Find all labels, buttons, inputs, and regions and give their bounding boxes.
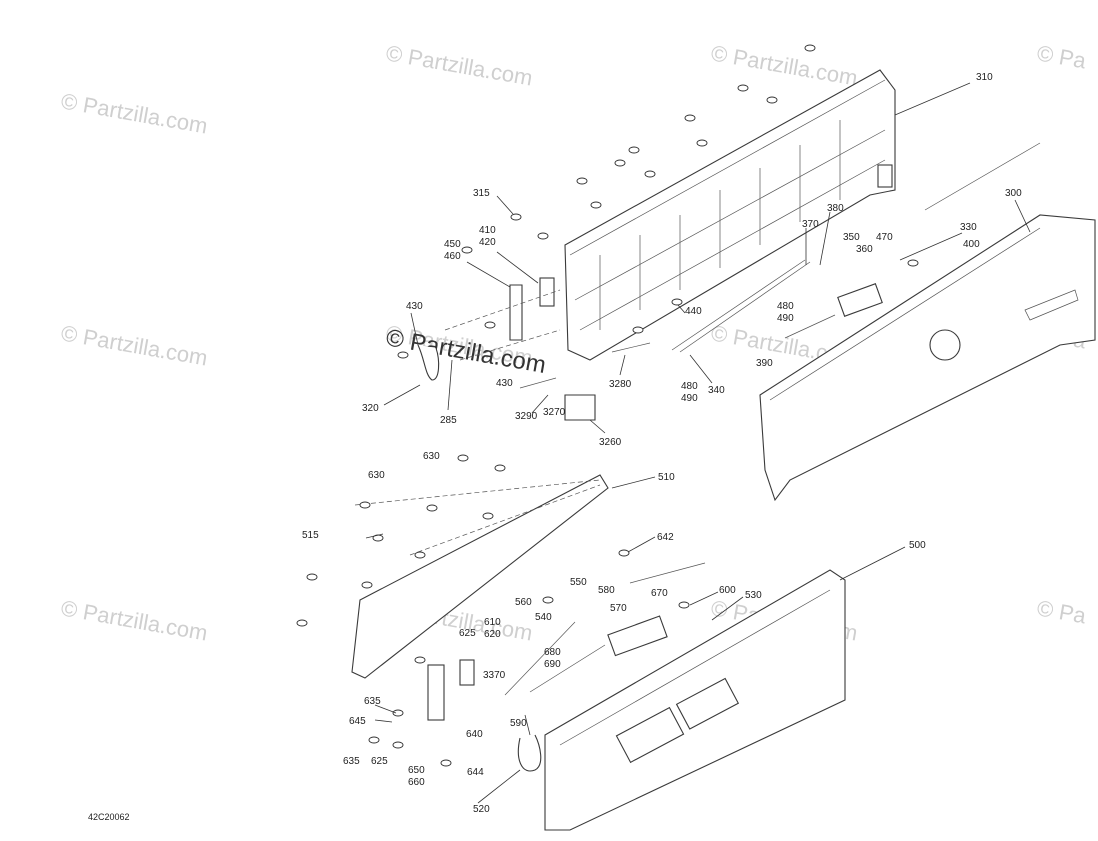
callout-label: 390 [756, 358, 773, 369]
callout-label: 580 [598, 585, 615, 596]
callout-label: 540 [535, 612, 552, 623]
watermark: © Partzilla.com [384, 40, 534, 90]
leader-lines [365, 82, 1031, 804]
callout-label: 530 [745, 590, 762, 601]
callout-label: 330 [960, 222, 977, 233]
callout-label: 645 [349, 716, 366, 727]
callout-label: 680 [544, 647, 561, 658]
callout-label: 610 [484, 617, 501, 628]
callout-label: 520 [473, 804, 490, 815]
watermark: © Pa [1035, 595, 1089, 628]
callout-label: 340 [708, 385, 725, 396]
callout-label: 630 [368, 470, 385, 481]
callout-label: 350 [843, 232, 860, 243]
callout-label: 635 [343, 756, 360, 767]
callout-label: 3370 [483, 670, 506, 681]
callout-label: 642 [657, 532, 674, 543]
callout-label: 590 [510, 718, 527, 729]
watermark: © Partzilla.com [59, 595, 209, 645]
callout-label: 635 [364, 696, 381, 707]
callout-label: 380 [827, 203, 844, 214]
diagram-code: 42C20062 [88, 812, 130, 822]
callout-label: 650 [408, 765, 425, 776]
callout-label: 300 [1005, 188, 1022, 199]
hinge-assembly [417, 284, 651, 421]
callout-label: 620 [484, 629, 501, 640]
callout-label: 625 [371, 756, 388, 767]
fasteners [296, 44, 919, 767]
callout-label: 370 [802, 219, 819, 230]
callout-label: 515 [302, 530, 319, 541]
upper-frame-assembly [539, 69, 896, 361]
callout-label: 285 [440, 415, 457, 426]
lower-panel [544, 569, 846, 831]
callout-label: 450 [444, 239, 461, 250]
callout-label: 560 [515, 597, 532, 608]
watermark: © Partzilla.com [59, 320, 209, 370]
callout-label: 3270 [543, 407, 566, 418]
callout-label: 510 [658, 472, 675, 483]
watermark: © Pa [1035, 40, 1089, 73]
callout-label: 480 [681, 381, 698, 392]
upper-panel [759, 214, 1096, 502]
callout-label: 410 [479, 225, 496, 236]
callout-label: 644 [467, 767, 484, 778]
callout-label: 670 [651, 588, 668, 599]
callout-label: 460 [444, 251, 461, 262]
callout-label: 310 [976, 72, 993, 83]
callout-label: 420 [479, 237, 496, 248]
callout-label: 550 [570, 577, 587, 588]
callout-label: 570 [610, 603, 627, 614]
callout-label: 430 [496, 378, 513, 389]
callout-label: 630 [423, 451, 440, 462]
callout-label: 660 [408, 777, 425, 788]
callout-label: 625 [459, 628, 476, 639]
callout-label: 400 [963, 239, 980, 250]
callout-label: 480 [777, 301, 794, 312]
clip-block [539, 277, 555, 307]
callout-label: 3260 [599, 437, 622, 448]
middle-panel [351, 474, 609, 679]
callout-labels: 310 300 315 410 420 450 460 430 320 285 … [302, 72, 1022, 815]
callout-label: 690 [544, 659, 561, 670]
callout-label: 440 [685, 306, 702, 317]
callout-label: 320 [362, 403, 379, 414]
callout-label: 430 [406, 301, 423, 312]
callout-label: 470 [876, 232, 893, 243]
rod-assembly [671, 142, 1041, 353]
callout-label: 315 [473, 188, 490, 199]
latch-assembly [504, 562, 706, 696]
watermark: © Partzilla.com [59, 88, 209, 138]
lower-hinge [427, 659, 542, 772]
callout-label: 3280 [609, 379, 632, 390]
callout-label: 490 [681, 393, 698, 404]
callout-label: 640 [466, 729, 483, 740]
callout-label: 3290 [515, 411, 538, 422]
watermark: © Partzilla.com [709, 40, 859, 90]
callout-label: 360 [856, 244, 873, 255]
callout-label: 500 [909, 540, 926, 551]
callout-label: 600 [719, 585, 736, 596]
callout-label: 490 [777, 313, 794, 324]
center-watermark: © Partzilla.com [384, 324, 548, 379]
